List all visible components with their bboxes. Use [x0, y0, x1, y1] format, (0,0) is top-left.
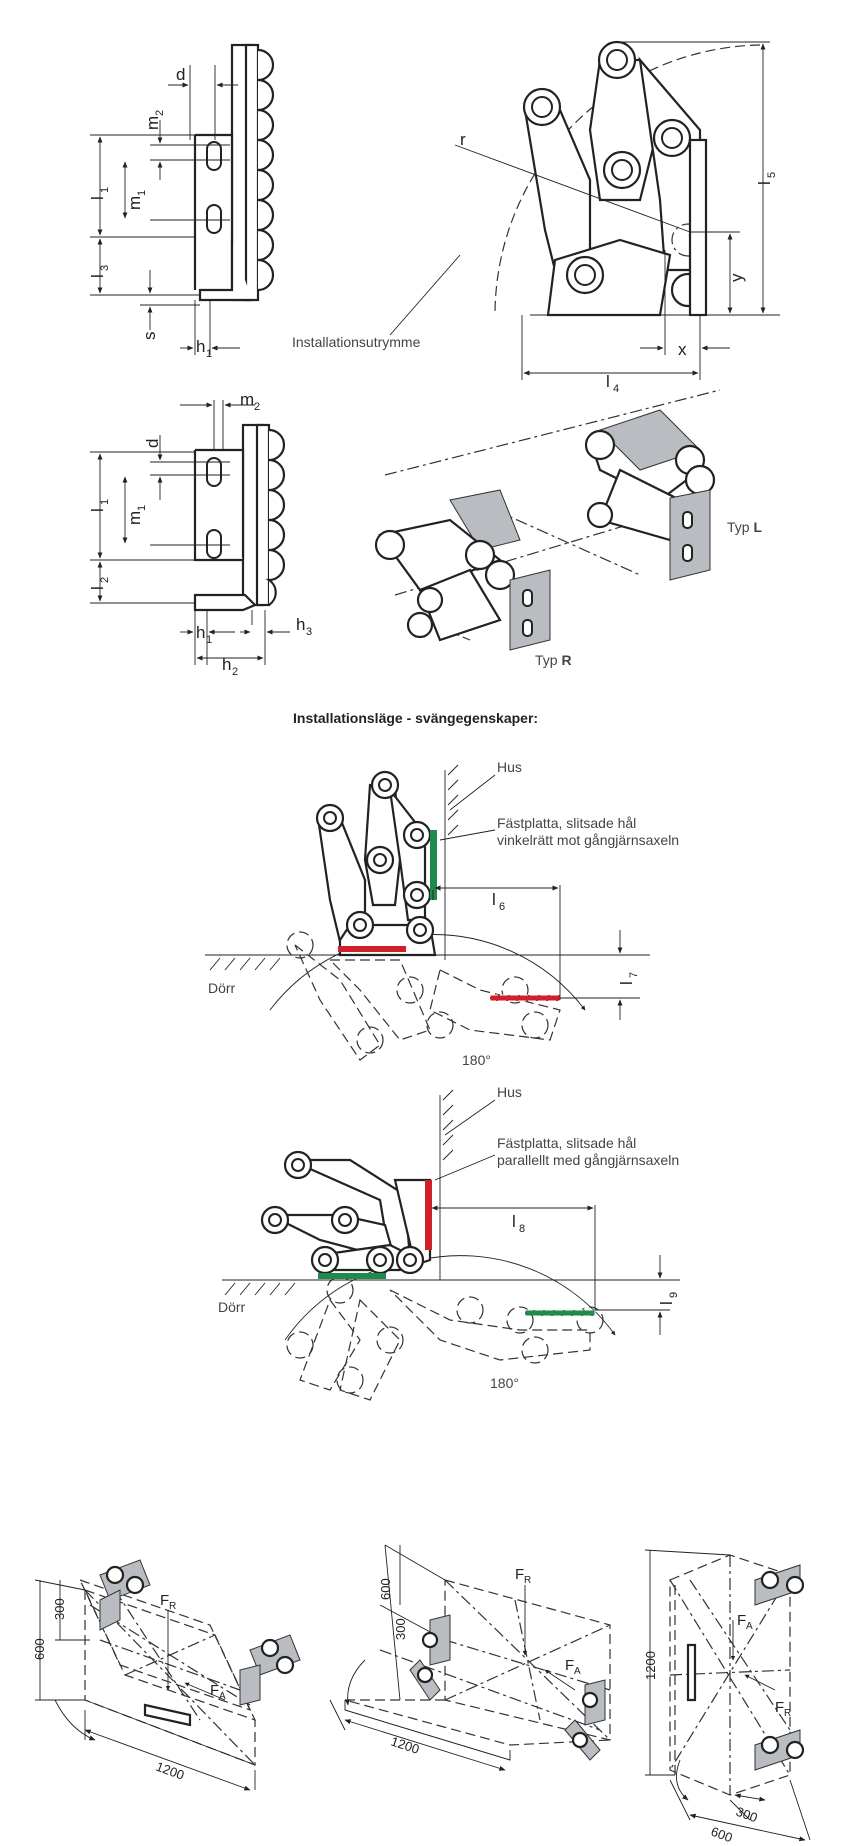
label-m1-mid: m	[125, 511, 144, 525]
box1-600: 600	[32, 1638, 47, 1660]
label-l3: l	[88, 274, 107, 278]
svg-text:6: 6	[499, 901, 505, 913]
svg-text:2: 2	[99, 577, 111, 583]
label-installation-space: Installationsutrymme	[292, 334, 421, 350]
svg-text:1: 1	[206, 634, 212, 646]
svg-text:3: 3	[306, 626, 312, 638]
label-typ-l: Typ L	[727, 519, 762, 535]
box2-300: 300	[393, 1618, 408, 1640]
red-plate	[338, 946, 406, 952]
label-d-top: d	[176, 65, 185, 84]
svg-text:A: A	[746, 1621, 753, 1632]
side-view-top: d m 2 l 1 m 1 l 3 s h 1	[88, 43, 275, 360]
label-m1-top: m	[125, 196, 144, 210]
svg-text:1: 1	[136, 505, 148, 511]
label-l5: l	[755, 181, 774, 185]
box2-1200: 1200	[389, 1734, 421, 1757]
label-y: y	[727, 273, 746, 282]
label-plate-2-line2: parallellt med gångjärnsaxeln	[497, 1152, 679, 1168]
box2-fr: F	[515, 1566, 524, 1583]
box1-1200: 1200	[154, 1759, 186, 1783]
label-plate-2-line1: Fästplatta, slitsade hål	[497, 1135, 636, 1151]
label-r: r	[460, 130, 466, 149]
label-m2-mid: m	[240, 390, 254, 409]
label-h3: h	[296, 615, 305, 634]
label-hus-2: Hus	[497, 1084, 522, 1100]
svg-text:7: 7	[628, 972, 640, 978]
label-l6: l	[492, 890, 496, 909]
box-diagram-1: 600 300 F R F A 1200	[32, 1559, 301, 1791]
label-m2-top: m	[143, 116, 162, 130]
svg-text:2: 2	[154, 110, 166, 116]
label-l8: l	[512, 1212, 516, 1231]
box1-300: 300	[52, 1598, 67, 1620]
swing-diagram-perpendicular: Hus Fästplatta, slitsade hål vinkelrätt …	[205, 759, 679, 1068]
svg-text:8: 8	[519, 1223, 525, 1235]
svg-text:R: R	[784, 1708, 791, 1719]
svg-text:5: 5	[766, 172, 778, 178]
label-l9: l	[657, 1301, 676, 1305]
box3-fa: F	[737, 1612, 746, 1629]
svg-text:1: 1	[99, 499, 111, 505]
svg-text:2: 2	[232, 666, 238, 678]
box-diagram-2: 600 300 F R F A 1200	[329, 1544, 611, 1771]
swing-diagram-parallel: Hus Fästplatta, slitsade hål parallellt …	[218, 1084, 680, 1401]
section-title: Installationsläge - svängegenskaper:	[293, 710, 538, 726]
svg-text:1: 1	[206, 348, 212, 360]
box-diagram-3: 1200 F A F R 300 600	[643, 1549, 811, 1846]
green-plate-2	[318, 1273, 386, 1279]
front-view-top: r l 5 y x l 4 Installationsutrymme	[292, 40, 780, 395]
label-x: x	[678, 340, 687, 359]
svg-text:9: 9	[668, 1292, 680, 1298]
box2-fa: F	[565, 1657, 574, 1674]
svg-text:A: A	[219, 1691, 226, 1702]
label-h1-top: h	[196, 337, 205, 356]
red-plate-2	[425, 1180, 432, 1250]
label-typ-r: Typ R	[535, 652, 572, 668]
box2-600: 600	[378, 1578, 393, 1600]
box1-fa: F	[210, 1682, 219, 1699]
svg-text:4: 4	[613, 383, 619, 395]
label-door-2: Dörr	[218, 1299, 246, 1315]
label-s: s	[140, 332, 159, 341]
hinge-type-r	[374, 489, 551, 651]
label-l2: l	[88, 586, 107, 590]
label-plate-1-line1: Fästplatta, slitsade hål	[497, 815, 636, 831]
svg-text:R: R	[169, 1601, 176, 1612]
label-l7: l	[617, 981, 636, 985]
label-h1-mid: h	[196, 623, 205, 642]
svg-text:3: 3	[99, 265, 111, 271]
box3-300: 300	[734, 1804, 760, 1826]
label-door-1: Dörr	[208, 980, 236, 996]
label-plate-1-line2: vinkelrätt mot gångjärnsaxeln	[497, 832, 679, 848]
box3-600: 600	[709, 1824, 735, 1846]
label-angle-2: 180°	[490, 1375, 519, 1391]
label-l1-top: l	[88, 196, 107, 200]
label-l4: l	[606, 372, 610, 391]
label-l1-mid: l	[88, 508, 107, 512]
box3-1200: 1200	[643, 1651, 658, 1680]
svg-text:A: A	[574, 1666, 581, 1677]
label-angle-1: 180°	[462, 1052, 491, 1068]
svg-text:R: R	[524, 1575, 531, 1586]
svg-text:2: 2	[254, 401, 260, 413]
label-hus-1: Hus	[497, 759, 522, 775]
label-h2: h	[222, 655, 231, 674]
isometric-hinges: Typ L Typ R	[374, 389, 762, 668]
hinge-type-l	[584, 409, 716, 581]
side-view-middle: m 2 d l 1 m 1 l 2 h 1 h 2 h 3	[88, 390, 312, 678]
green-plate	[430, 830, 437, 900]
box1-fr: F	[160, 1592, 169, 1609]
svg-text:1: 1	[99, 187, 111, 193]
box3-fr: F	[775, 1699, 784, 1716]
label-d-mid: d	[143, 439, 162, 448]
svg-text:1: 1	[136, 190, 148, 196]
